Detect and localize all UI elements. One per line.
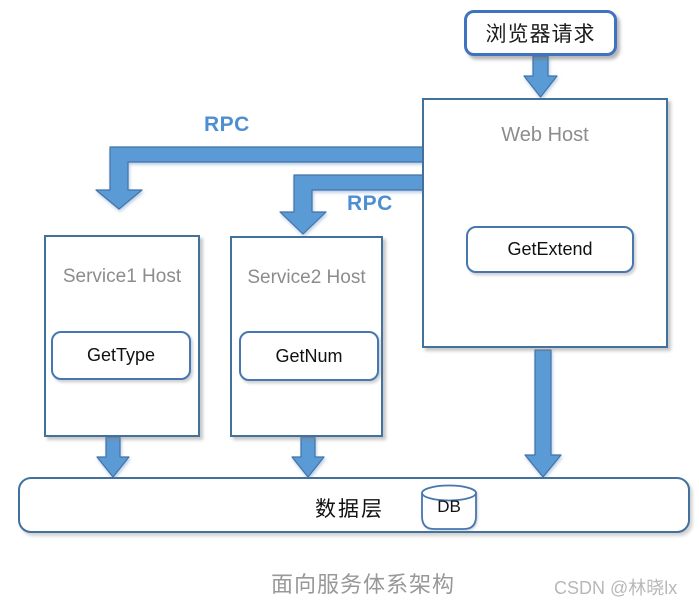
rpc-label-1: RPC <box>204 113 250 136</box>
get-type-button: GetType <box>51 331 191 380</box>
service1-host-box: Service1 Host GetType <box>44 235 200 437</box>
service2-host-title: Service2 Host <box>247 267 366 288</box>
get-extend-button: GetExtend <box>466 226 634 273</box>
db-cylinder-icon <box>421 484 477 530</box>
db-label: DB <box>437 497 461 516</box>
browser-request-box: 浏览器请求 <box>464 10 617 56</box>
web-host-title: Web Host <box>501 124 589 146</box>
browser-request-label: 浏览器请求 <box>485 23 596 46</box>
browser-to-webhost-arrow <box>523 55 558 98</box>
service2-to-datalayer-arrow <box>291 436 325 478</box>
watermark-text: CSDN @林晓lx <box>554 578 678 598</box>
rpc-label-2: RPC <box>347 192 393 215</box>
service1-to-datalayer-arrow <box>96 436 130 478</box>
service1-host-title: Service1 Host <box>62 266 182 287</box>
data-layer-label: 数据层 <box>315 498 384 521</box>
caption-title: 面向服务体系架构 <box>271 572 456 597</box>
webhost-to-datalayer-arrow <box>524 349 562 478</box>
service2-host-box: Service2 Host GetNum <box>230 236 383 437</box>
get-num-button: GetNum <box>239 331 379 381</box>
data-layer-bar: 数据层 DB <box>18 477 690 533</box>
web-host-box: Web Host GetExtend <box>422 98 668 348</box>
